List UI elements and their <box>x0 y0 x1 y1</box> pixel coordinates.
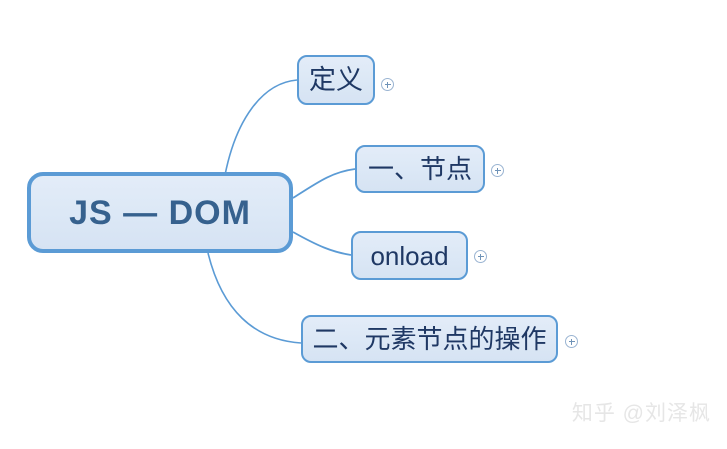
zhihu-watermark: 知乎 @刘泽枫 <box>571 402 711 425</box>
edge-root-to-onload <box>292 231 352 256</box>
mindmap-node-jiedian[interactable]: 一、节点 <box>355 145 485 193</box>
mindmap-root-node[interactable]: JS — DOM <box>27 172 293 253</box>
plus-circle-icon-dingyi[interactable] <box>381 78 394 91</box>
node-label-jiedian: 一、节点 <box>367 154 472 184</box>
plus-circle-icon-onload[interactable] <box>474 250 487 263</box>
edge-root-to-jiedian <box>292 168 356 199</box>
edge-root-to-dingyi <box>224 79 298 176</box>
edge-root-to-caozuo <box>207 252 302 344</box>
mindmap-node-yuansu-caozuo[interactable]: 二、元素节点的操作 <box>301 315 558 363</box>
plus-circle-icon-yuansu-caozuo[interactable] <box>565 335 578 348</box>
plus-circle-icon-jiedian[interactable] <box>491 164 504 177</box>
node-label-yuansu-caozuo: 二、元素节点的操作 <box>312 324 547 354</box>
mindmap-node-onload[interactable]: onload <box>351 231 468 280</box>
node-label-dingyi: 定义 <box>309 64 363 95</box>
node-label-onload: onload <box>370 240 449 271</box>
mindmap-node-dingyi[interactable]: 定义 <box>297 55 375 105</box>
root-node-label: JS — DOM <box>69 193 251 232</box>
